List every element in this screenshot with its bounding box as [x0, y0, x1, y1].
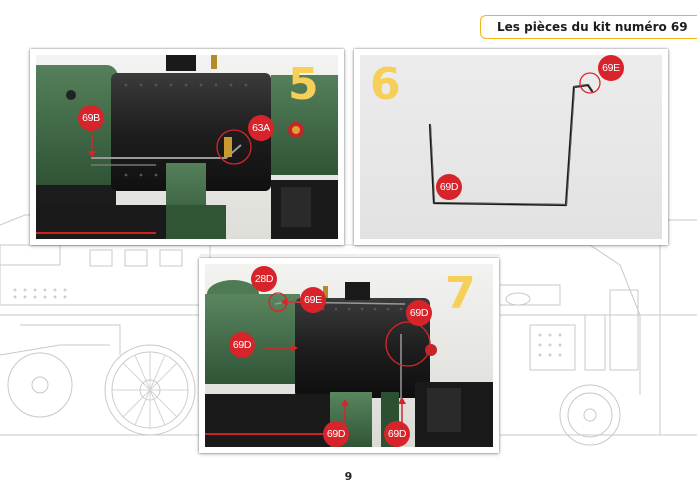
step-6-photo: 6 69E 69D [354, 49, 668, 245]
part-label-69e: 69E [598, 55, 624, 81]
step-6-number: 6 [370, 59, 401, 110]
part-label-69d-top: 69D [406, 300, 432, 326]
part-label-63a: 63A [248, 115, 274, 141]
kit-title: Les pièces du kit numéro 69 [497, 20, 688, 34]
page-number: 9 [344, 470, 353, 483]
step-5-number: 5 [288, 59, 319, 110]
part-label-69d-bottom-right: 69D [384, 421, 410, 447]
part-label-69d-bottom-left: 69D [323, 421, 349, 447]
kit-header-tab: Les pièces du kit numéro 69 [480, 15, 697, 39]
part-label-69d: 69D [436, 174, 462, 200]
step-6-image [360, 55, 662, 239]
step-7-photo: 7 28D 69E 69D 69D 69D 69D [199, 258, 499, 453]
step-5-photo: 5 69B 63A [30, 49, 344, 245]
part-label-69d-left: 69D [229, 332, 255, 358]
step-5-image [36, 55, 338, 239]
step-7-image [205, 264, 493, 447]
part-label-69b: 69B [78, 105, 104, 131]
part-label-28d: 28D [251, 266, 277, 292]
part-label-69e: 69E [300, 287, 326, 313]
step-7-number: 7 [445, 268, 476, 319]
locomotive-line-drawing [0, 214, 697, 446]
